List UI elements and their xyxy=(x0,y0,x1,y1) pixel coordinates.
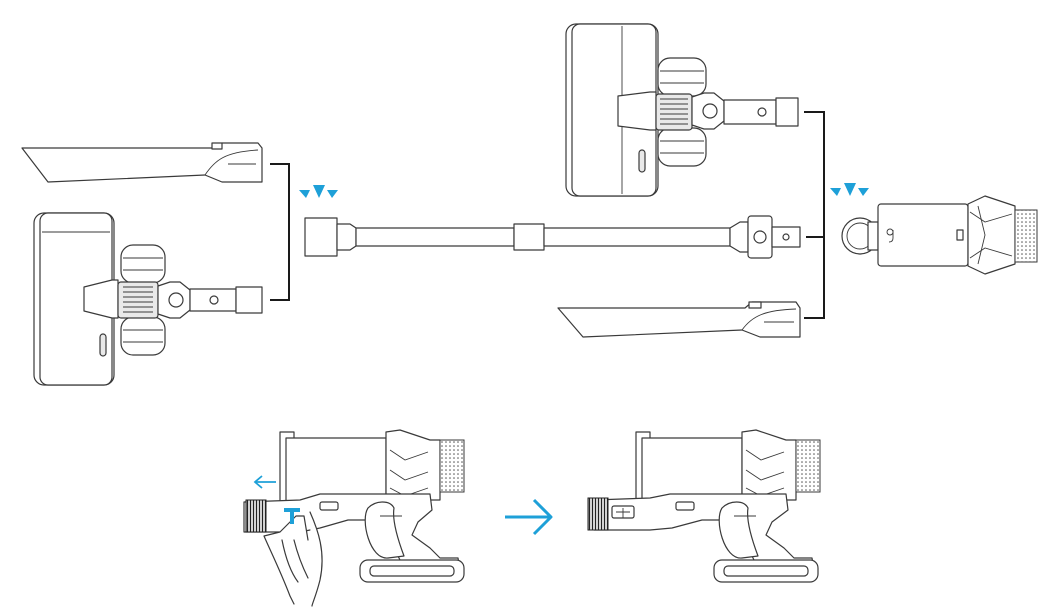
bracket-right xyxy=(804,111,825,319)
crevice-tool-left xyxy=(21,142,263,183)
arrow-right-icon xyxy=(505,498,553,536)
bracket-left xyxy=(270,163,290,301)
extension-tube xyxy=(304,215,801,259)
handheld-vacuum-after xyxy=(587,429,821,583)
click-burst-icon xyxy=(299,185,338,198)
floor-brush-head-left xyxy=(33,212,263,386)
arrow-left-icon xyxy=(253,475,276,489)
crevice-tool-right xyxy=(557,301,801,338)
floor-brush-head-right xyxy=(565,23,799,197)
click-burst-icon xyxy=(830,183,869,196)
main-unit-body xyxy=(841,195,1038,275)
handheld-vacuum-before xyxy=(243,429,465,607)
